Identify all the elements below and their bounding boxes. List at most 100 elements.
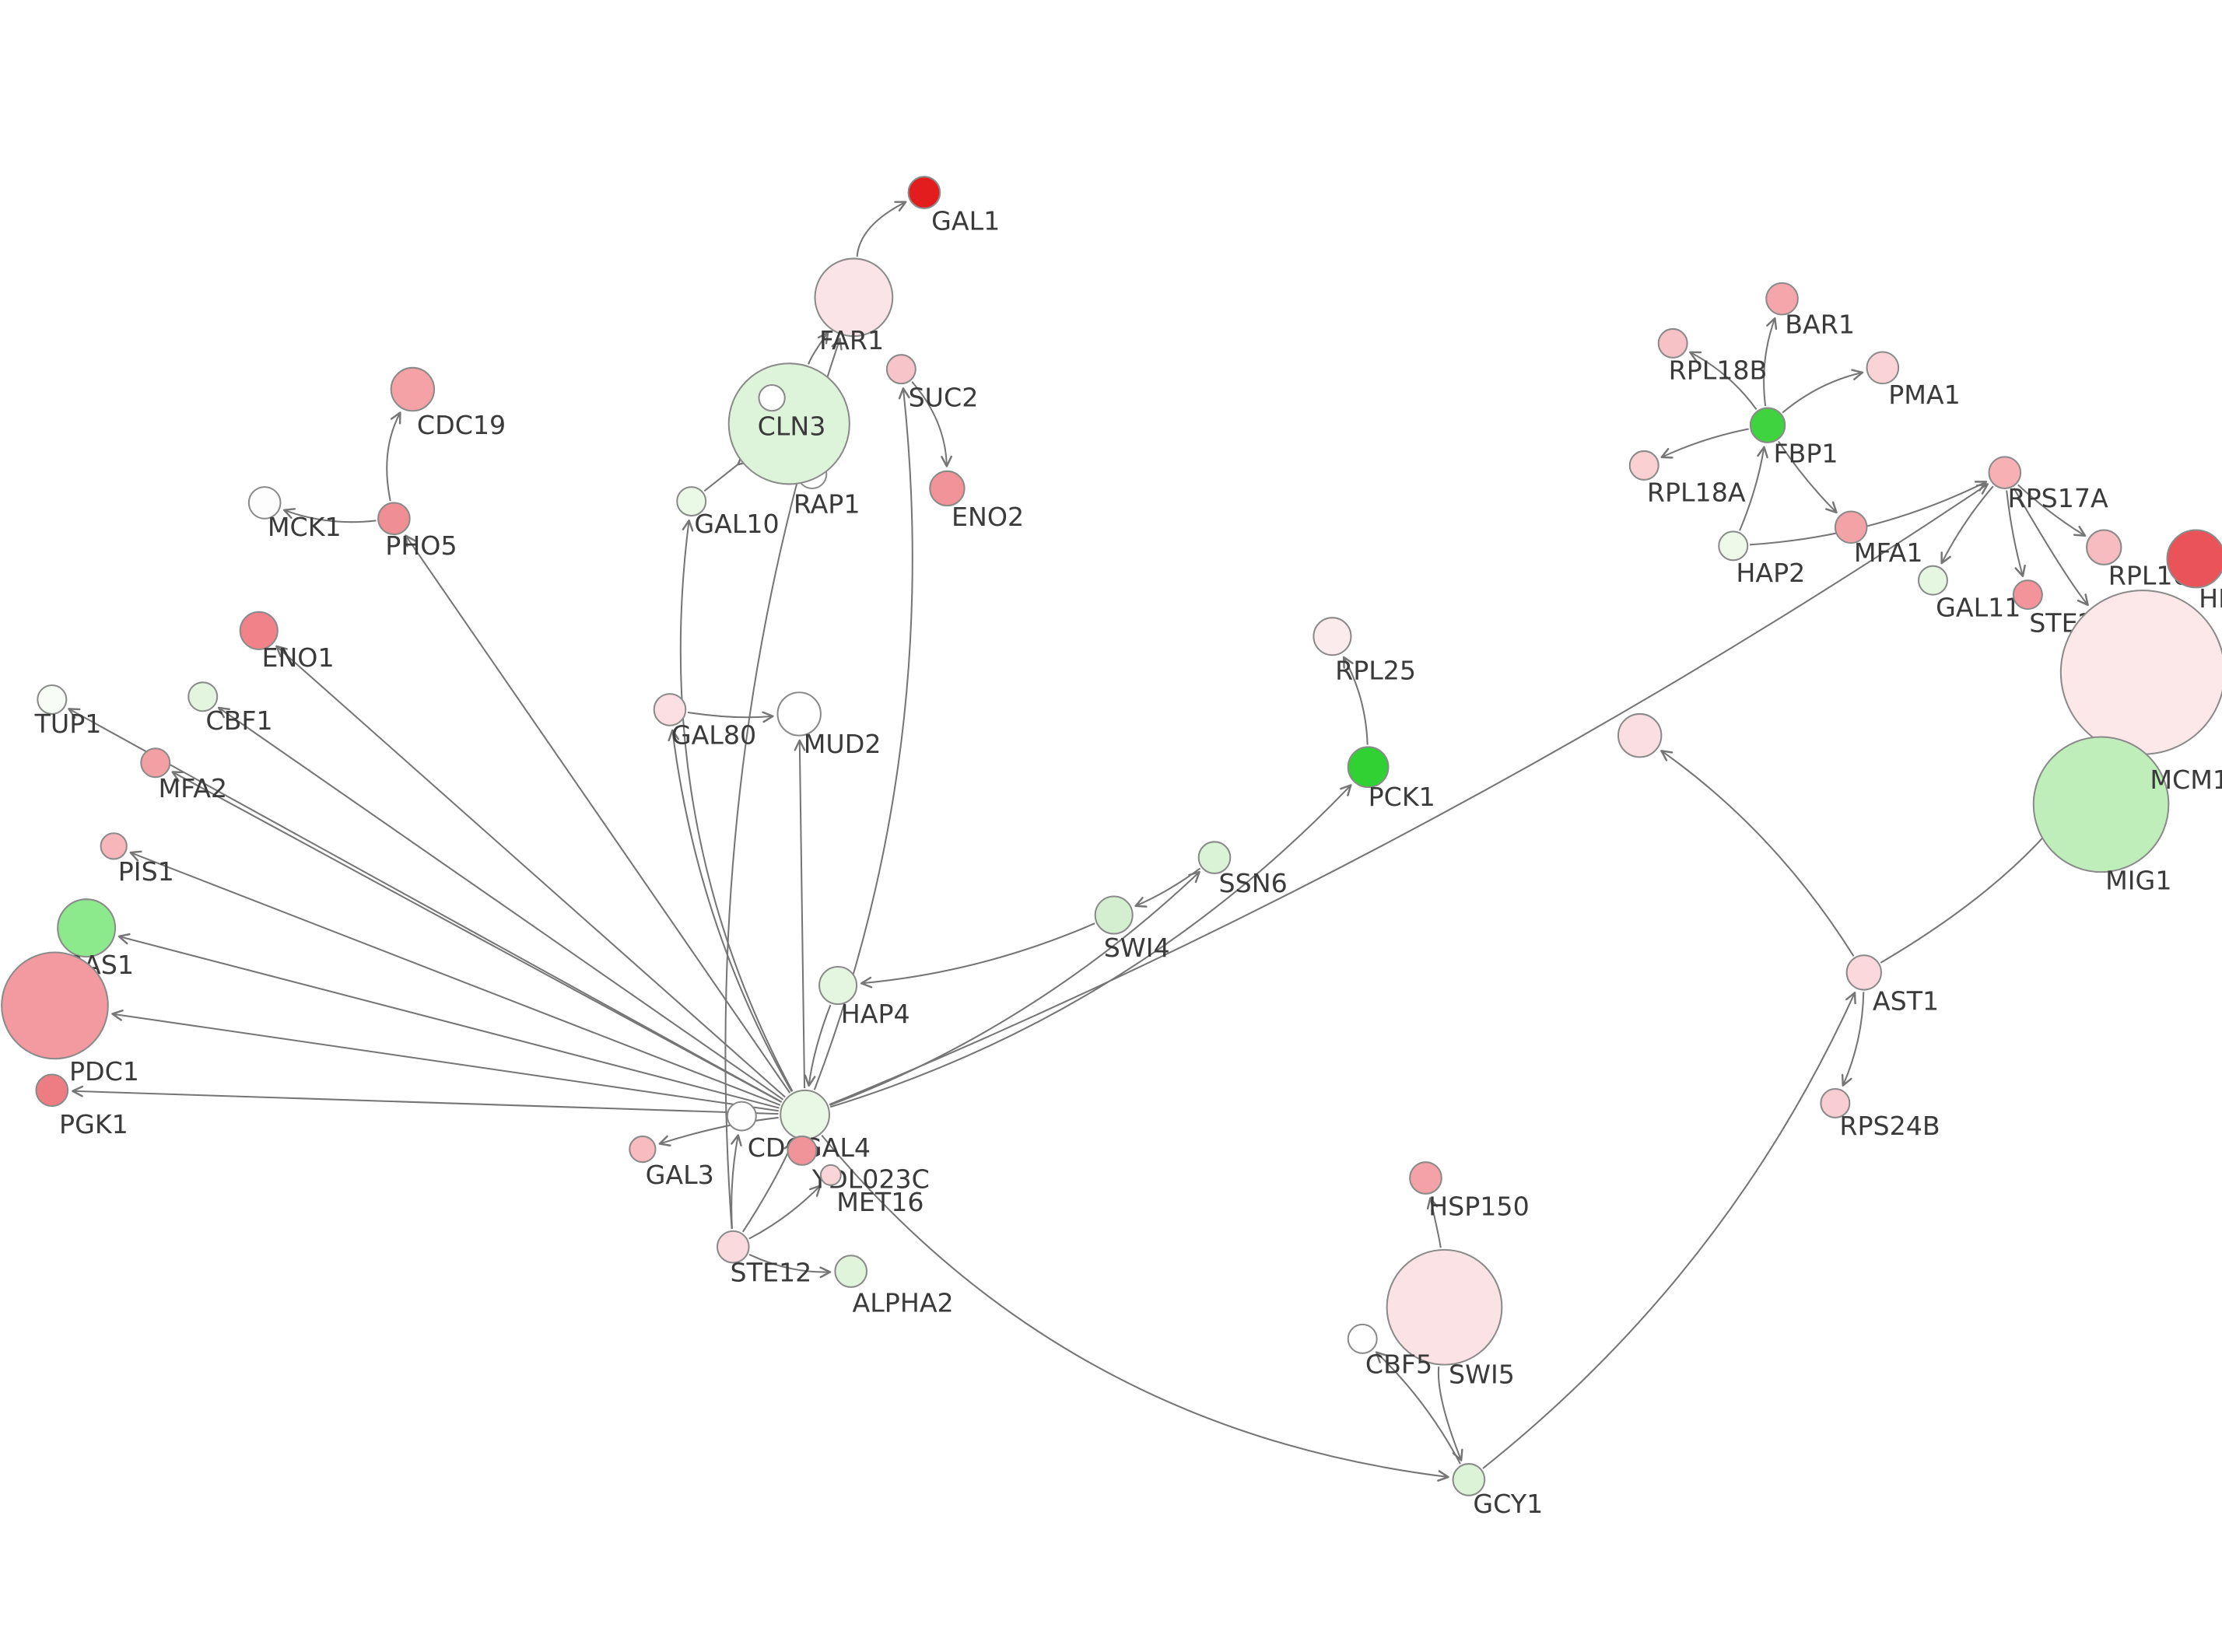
node-pdc1[interactable] — [1, 951, 109, 1060]
node-rpl18a[interactable] — [1628, 450, 1659, 481]
edge-gal4-gal3[interactable] — [658, 1116, 779, 1146]
edge-gal4-ras1[interactable] — [117, 933, 780, 1109]
node-rps17a[interactable] — [1988, 456, 2022, 489]
node-ast1[interactable] — [1845, 954, 1882, 991]
edge-ast1-node2[interactable] — [1660, 750, 1855, 957]
edge-gal4-rps17a[interactable] — [829, 483, 1989, 1106]
node-mck1[interactable] — [247, 486, 282, 520]
node-hap4[interactable] — [818, 965, 858, 1006]
node-gal1[interactable] — [907, 176, 941, 209]
node-mfa1[interactable] — [1834, 510, 1868, 544]
node-rpl25[interactable] — [1313, 617, 1352, 656]
node-mfa2[interactable] — [140, 747, 171, 779]
node-rpl18b[interactable] — [1657, 327, 1688, 359]
edge-ste12-cdc6[interactable] — [731, 1134, 742, 1230]
edge-rps17a-gal11[interactable] — [1940, 485, 1994, 565]
edge-gal4-ssn6[interactable] — [829, 870, 1200, 1106]
node-cdc6[interactable] — [726, 1101, 757, 1132]
node-pma1[interactable] — [1866, 351, 1900, 385]
edge-gal4-mud2[interactable] — [794, 739, 806, 1089]
edge-fbp1-rpl18b[interactable] — [1688, 351, 1758, 410]
edge-ast1-rps24b[interactable] — [1841, 992, 1865, 1087]
node-fbp1[interactable] — [1749, 407, 1786, 443]
edge-far1-gal1[interactable] — [856, 201, 907, 257]
node-hsp150[interactable] — [1409, 1161, 1442, 1195]
edge-fbp1-mfa1[interactable] — [1778, 441, 1838, 514]
edge-hap2-fbp1[interactable] — [1739, 446, 1768, 531]
edge-cln3-far1[interactable] — [808, 331, 829, 365]
node-tup1[interactable] — [37, 684, 68, 715]
node-rps24b[interactable] — [1820, 1087, 1851, 1118]
node-alpha2[interactable] — [834, 1255, 868, 1288]
edge-gal4-eno1[interactable] — [275, 645, 786, 1098]
edge-gal4-gal10[interactable] — [679, 519, 794, 1092]
edge-rps17a-rpl16a[interactable] — [2017, 484, 2087, 537]
node-cdc19[interactable] — [390, 366, 436, 412]
edge-pho5-cdc19[interactable] — [386, 411, 401, 502]
edge-pho5-mck1[interactable] — [282, 508, 377, 523]
edge-fbp1-rpl18a[interactable] — [1660, 428, 1749, 459]
edge-hap2-rps17a[interactable] — [1749, 481, 1988, 546]
node-cbf5[interactable] — [1347, 1323, 1378, 1354]
edge-fbp1-bar1[interactable] — [1763, 317, 1778, 407]
node-gal10[interactable] — [676, 486, 707, 517]
node-ste2[interactable] — [2012, 579, 2043, 611]
edge-gal4-mfa2[interactable] — [171, 771, 782, 1103]
node-gal80[interactable] — [653, 693, 687, 726]
edge-swi5-gcy1[interactable] — [1437, 1366, 1463, 1461]
node-label-fbp1: FBP1 — [1773, 439, 1838, 469]
node-pis1[interactable] — [100, 832, 128, 860]
edge-rps17a-mcm1[interactable] — [2013, 488, 2089, 607]
node-rpl16a[interactable] — [2086, 529, 2122, 565]
edge-hap4-gal4[interactable] — [804, 1004, 832, 1087]
edge-gcy1-cbf5[interactable] — [1375, 1351, 1461, 1465]
edge-gal4-cbf1[interactable] — [217, 706, 784, 1101]
node-gal3[interactable] — [629, 1135, 657, 1164]
node-gcy1[interactable] — [1452, 1463, 1486, 1496]
edge-gal4-gcy1[interactable] — [821, 1135, 1449, 1482]
node-mud2[interactable] — [776, 691, 822, 737]
edge-swi4-hap4[interactable] — [860, 922, 1095, 989]
node-mig1[interactable] — [2032, 736, 2170, 873]
node-his4[interactable] — [2166, 529, 2222, 589]
edge-pck1-rpl25[interactable] — [1342, 656, 1369, 745]
node-gal11[interactable] — [1917, 565, 1948, 596]
edge-ste12-alpha2[interactable] — [748, 1254, 832, 1279]
node-swi5[interactable] — [1386, 1248, 1503, 1366]
node-cbf1[interactable] — [188, 681, 219, 712]
edge-ste12-met16[interactable] — [748, 1185, 822, 1240]
node-ras1[interactable] — [57, 898, 117, 958]
node-mcm1[interactable] — [2059, 590, 2222, 755]
node-ste12[interactable] — [716, 1230, 750, 1264]
node-swi4[interactable] — [1094, 895, 1134, 935]
edge-gal4-tup1[interactable] — [68, 708, 783, 1103]
edge-gcy1-ast1[interactable] — [1482, 992, 1856, 1469]
edge-gal4-pis1[interactable] — [129, 850, 781, 1106]
node-eno2[interactable] — [929, 470, 966, 507]
edge-gal4-pgk1[interactable] — [72, 1085, 779, 1115]
node-node2[interactable] — [1617, 712, 1663, 758]
node-pho5[interactable] — [377, 502, 411, 536]
edge-rps17a-ste2[interactable] — [2006, 490, 2026, 578]
edge-gal4-pho5[interactable] — [405, 534, 791, 1094]
edge-gal80-mud2[interactable] — [687, 711, 774, 723]
node-far1[interactable] — [814, 257, 894, 338]
node-ssn6[interactable] — [1197, 841, 1232, 874]
node-suc2[interactable] — [885, 354, 916, 385]
edge-fbp1-pma1[interactable] — [1782, 369, 1864, 414]
node-hap2[interactable] — [1718, 530, 1749, 562]
node-node1[interactable] — [758, 383, 786, 412]
node-pck1[interactable] — [1347, 746, 1390, 789]
node-bar1[interactable] — [1765, 282, 1799, 316]
node-ydl023c[interactable] — [787, 1135, 818, 1166]
node-met16[interactable] — [819, 1164, 842, 1186]
edge-gal4-pck1[interactable] — [829, 784, 1352, 1108]
edge-suc2-eno2[interactable] — [911, 381, 952, 467]
edge-gal4-pdc1[interactable] — [111, 1010, 779, 1112]
edge-gal10-cln3[interactable] — [703, 453, 750, 492]
edge-swi5-hsp150[interactable] — [1426, 1197, 1442, 1248]
node-pgk1[interactable] — [35, 1073, 69, 1108]
edge-gal4-gal80[interactable] — [668, 729, 793, 1093]
node-eno1[interactable] — [239, 611, 279, 650]
